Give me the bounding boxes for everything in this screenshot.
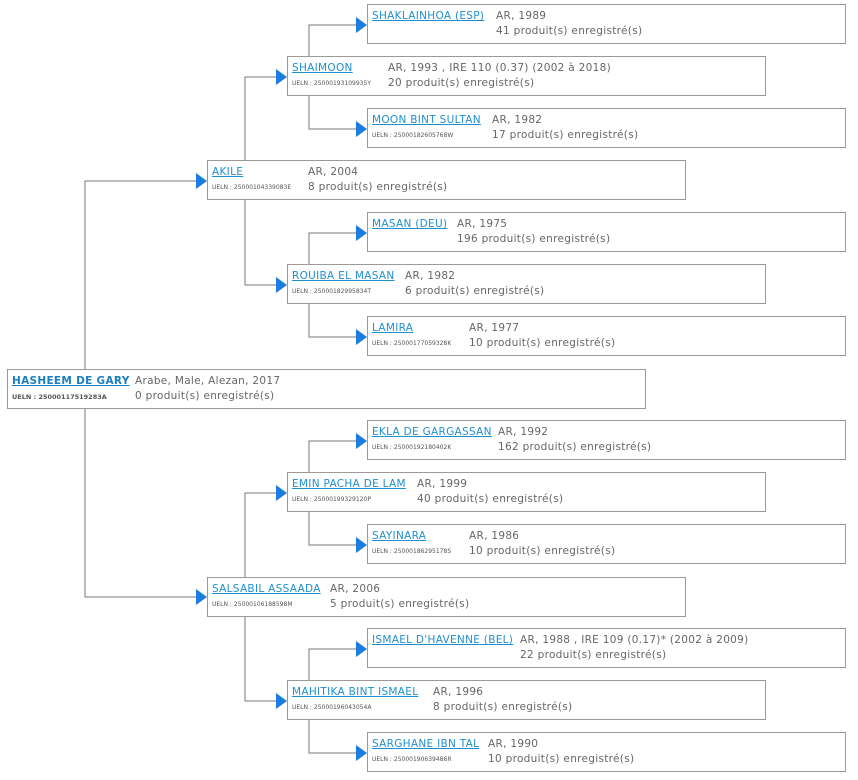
horse-products: 162 produit(s) enregistré(s) <box>498 441 652 453</box>
arrow-right-icon <box>356 121 367 137</box>
horse-card-dss: EKLA DE GARGASSAN UELN : 25000192180402K… <box>367 420 846 460</box>
horse-card-sdd: LAMIRA UELN : 25000177059328K AR, 1977 1… <box>367 316 846 356</box>
horse-info: AR, 1989 <box>496 10 547 22</box>
horse-name-link[interactable]: EKLA DE GARGASSAN <box>372 426 492 438</box>
horse-ueln: UELN : 25000106188598M <box>212 601 293 608</box>
horse-products: 8 produit(s) enregistré(s) <box>308 181 448 193</box>
arrow-right-icon <box>196 589 207 605</box>
horse-ueln: UELN : 25000196043054A <box>292 704 372 711</box>
horse-info: AR, 1992 <box>498 426 549 438</box>
horse-info: AR, 1982 <box>405 270 456 282</box>
horse-ueln: UELN : 25000192180402K <box>372 444 452 451</box>
horse-name-link[interactable]: MAHITIKA BINT ISMAEL <box>292 686 419 698</box>
horse-products: 22 produit(s) enregistré(s) <box>520 649 667 661</box>
horse-ueln: UELN : 25000104339083E <box>212 184 292 191</box>
horse-card-sds: MASAN (DEU) AR, 1975 196 produit(s) enre… <box>367 212 846 252</box>
arrow-right-icon <box>356 745 367 761</box>
arrow-right-icon <box>356 641 367 657</box>
horse-card-dam-sire: EMIN PACHA DE LAM UELN : 25000199329120P… <box>287 472 766 512</box>
horse-info: AR, 1977 <box>469 322 520 334</box>
horse-products: 10 produit(s) enregistré(s) <box>488 753 635 765</box>
horse-name-link[interactable]: LAMIRA <box>372 322 414 334</box>
horse-info: AR, 1986 <box>469 530 520 542</box>
horse-card-dam: SALSABIL ASSAADA UELN : 25000106188598M … <box>207 577 686 617</box>
horse-info: Arabe, Male, Alezan, 2017 <box>135 375 281 387</box>
horse-products: 0 produit(s) enregistré(s) <box>135 390 275 402</box>
horse-name-link[interactable]: SHAKLAINHOA (ESP) <box>372 10 485 22</box>
horse-card-ssd: MOON BINT SULTAN UELN : 25000182605768W … <box>367 108 846 148</box>
horse-ueln: UELN : 25000186295178S <box>372 548 452 555</box>
horse-name-link[interactable]: ISMAEL D'HAVENNE (BEL) <box>372 634 514 646</box>
horse-card-sire: AKILE UELN : 25000104339083E AR, 2004 8 … <box>207 160 686 200</box>
horse-name-link[interactable]: SHAIMOON <box>292 62 353 74</box>
horse-info: AR, 1996 <box>433 686 484 698</box>
horse-products: 10 produit(s) enregistré(s) <box>469 545 616 557</box>
horse-card-dsd: SAYINARA UELN : 25000186295178S AR, 1986… <box>367 524 846 564</box>
arrow-right-icon <box>356 433 367 449</box>
horse-card-dds: ISMAEL D'HAVENNE (BEL) AR, 1988 , IRE 10… <box>367 628 846 668</box>
horse-info: AR, 2004 <box>308 166 359 178</box>
horse-ueln: UELN : 25000199329120P <box>292 496 371 503</box>
arrow-right-icon <box>356 537 367 553</box>
horse-info: AR, 1990 <box>488 738 539 750</box>
horse-name-link[interactable]: SALSABIL ASSAADA <box>212 583 321 595</box>
horse-products: 20 produit(s) enregistré(s) <box>388 77 535 89</box>
arrow-right-icon <box>276 69 287 85</box>
horse-name-link[interactable]: MOON BINT SULTAN <box>372 114 481 126</box>
horse-products: 41 produit(s) enregistré(s) <box>496 25 643 37</box>
arrow-right-icon <box>356 329 367 345</box>
horse-name-link[interactable]: MASAN (DEU) <box>372 218 448 230</box>
horse-info: AR, 1999 <box>417 478 468 490</box>
horse-ueln: UELN : 25000193109935Y <box>292 80 371 87</box>
horse-card-sire-sire: SHAIMOON UELN : 25000193109935Y AR, 1993… <box>287 56 766 96</box>
horse-ueln: UELN : 25000117519283A <box>12 393 107 401</box>
horse-name-link[interactable]: AKILE <box>212 166 244 178</box>
horse-ueln: UELN : 25000177059328K <box>372 340 452 347</box>
horse-products: 5 produit(s) enregistré(s) <box>330 598 470 610</box>
horse-card-dam-dam: MAHITIKA BINT ISMAEL UELN : 250001960430… <box>287 680 766 720</box>
arrow-right-icon <box>356 225 367 241</box>
arrow-right-icon <box>196 173 207 189</box>
horse-products: 6 produit(s) enregistré(s) <box>405 285 545 297</box>
horse-card-sire-dam: ROUIBA EL MASAN UELN : 25000182995834T A… <box>287 264 766 304</box>
horse-ueln: UELN : 25000182995834T <box>292 288 371 295</box>
horse-name-link[interactable]: SAYINARA <box>372 530 427 542</box>
horse-info: AR, 1975 <box>457 218 508 230</box>
horse-name-link[interactable]: ROUIBA EL MASAN <box>292 270 395 282</box>
horse-card-sss: SHAKLAINHOA (ESP) AR, 1989 41 produit(s)… <box>367 4 846 44</box>
horse-card-ddd: SARGHANE IBN TAL UELN : 25000190639486R … <box>367 732 846 772</box>
horse-products: 40 produit(s) enregistré(s) <box>417 493 564 505</box>
horse-products: 10 produit(s) enregistré(s) <box>469 337 616 349</box>
horse-card-subject: HASHEEM DE GARY UELN : 25000117519283A A… <box>7 369 646 409</box>
horse-info: AR, 2006 <box>330 583 381 595</box>
horse-products: 196 produit(s) enregistré(s) <box>457 233 611 245</box>
horse-products: 17 produit(s) enregistré(s) <box>492 129 639 141</box>
horse-name-link[interactable]: HASHEEM DE GARY <box>12 375 130 387</box>
horse-products: 8 produit(s) enregistré(s) <box>433 701 573 713</box>
horse-name-link[interactable]: EMIN PACHA DE LAM <box>292 478 406 490</box>
horse-info: AR, 1982 <box>492 114 543 126</box>
horse-info: AR, 1993 , IRE 110 (0.37) (2002 à 2018) <box>388 62 611 74</box>
horse-ueln: UELN : 25000182605768W <box>372 132 454 139</box>
arrow-right-icon <box>276 485 287 501</box>
arrow-right-icon <box>276 277 287 293</box>
horse-name-link[interactable]: SARGHANE IBN TAL <box>372 738 480 750</box>
horse-info: AR, 1988 , IRE 109 (0.17)* (2002 à 2009) <box>520 634 749 646</box>
arrow-right-icon <box>356 17 367 33</box>
arrow-right-icon <box>276 693 287 709</box>
horse-ueln: UELN : 25000190639486R <box>372 756 452 763</box>
